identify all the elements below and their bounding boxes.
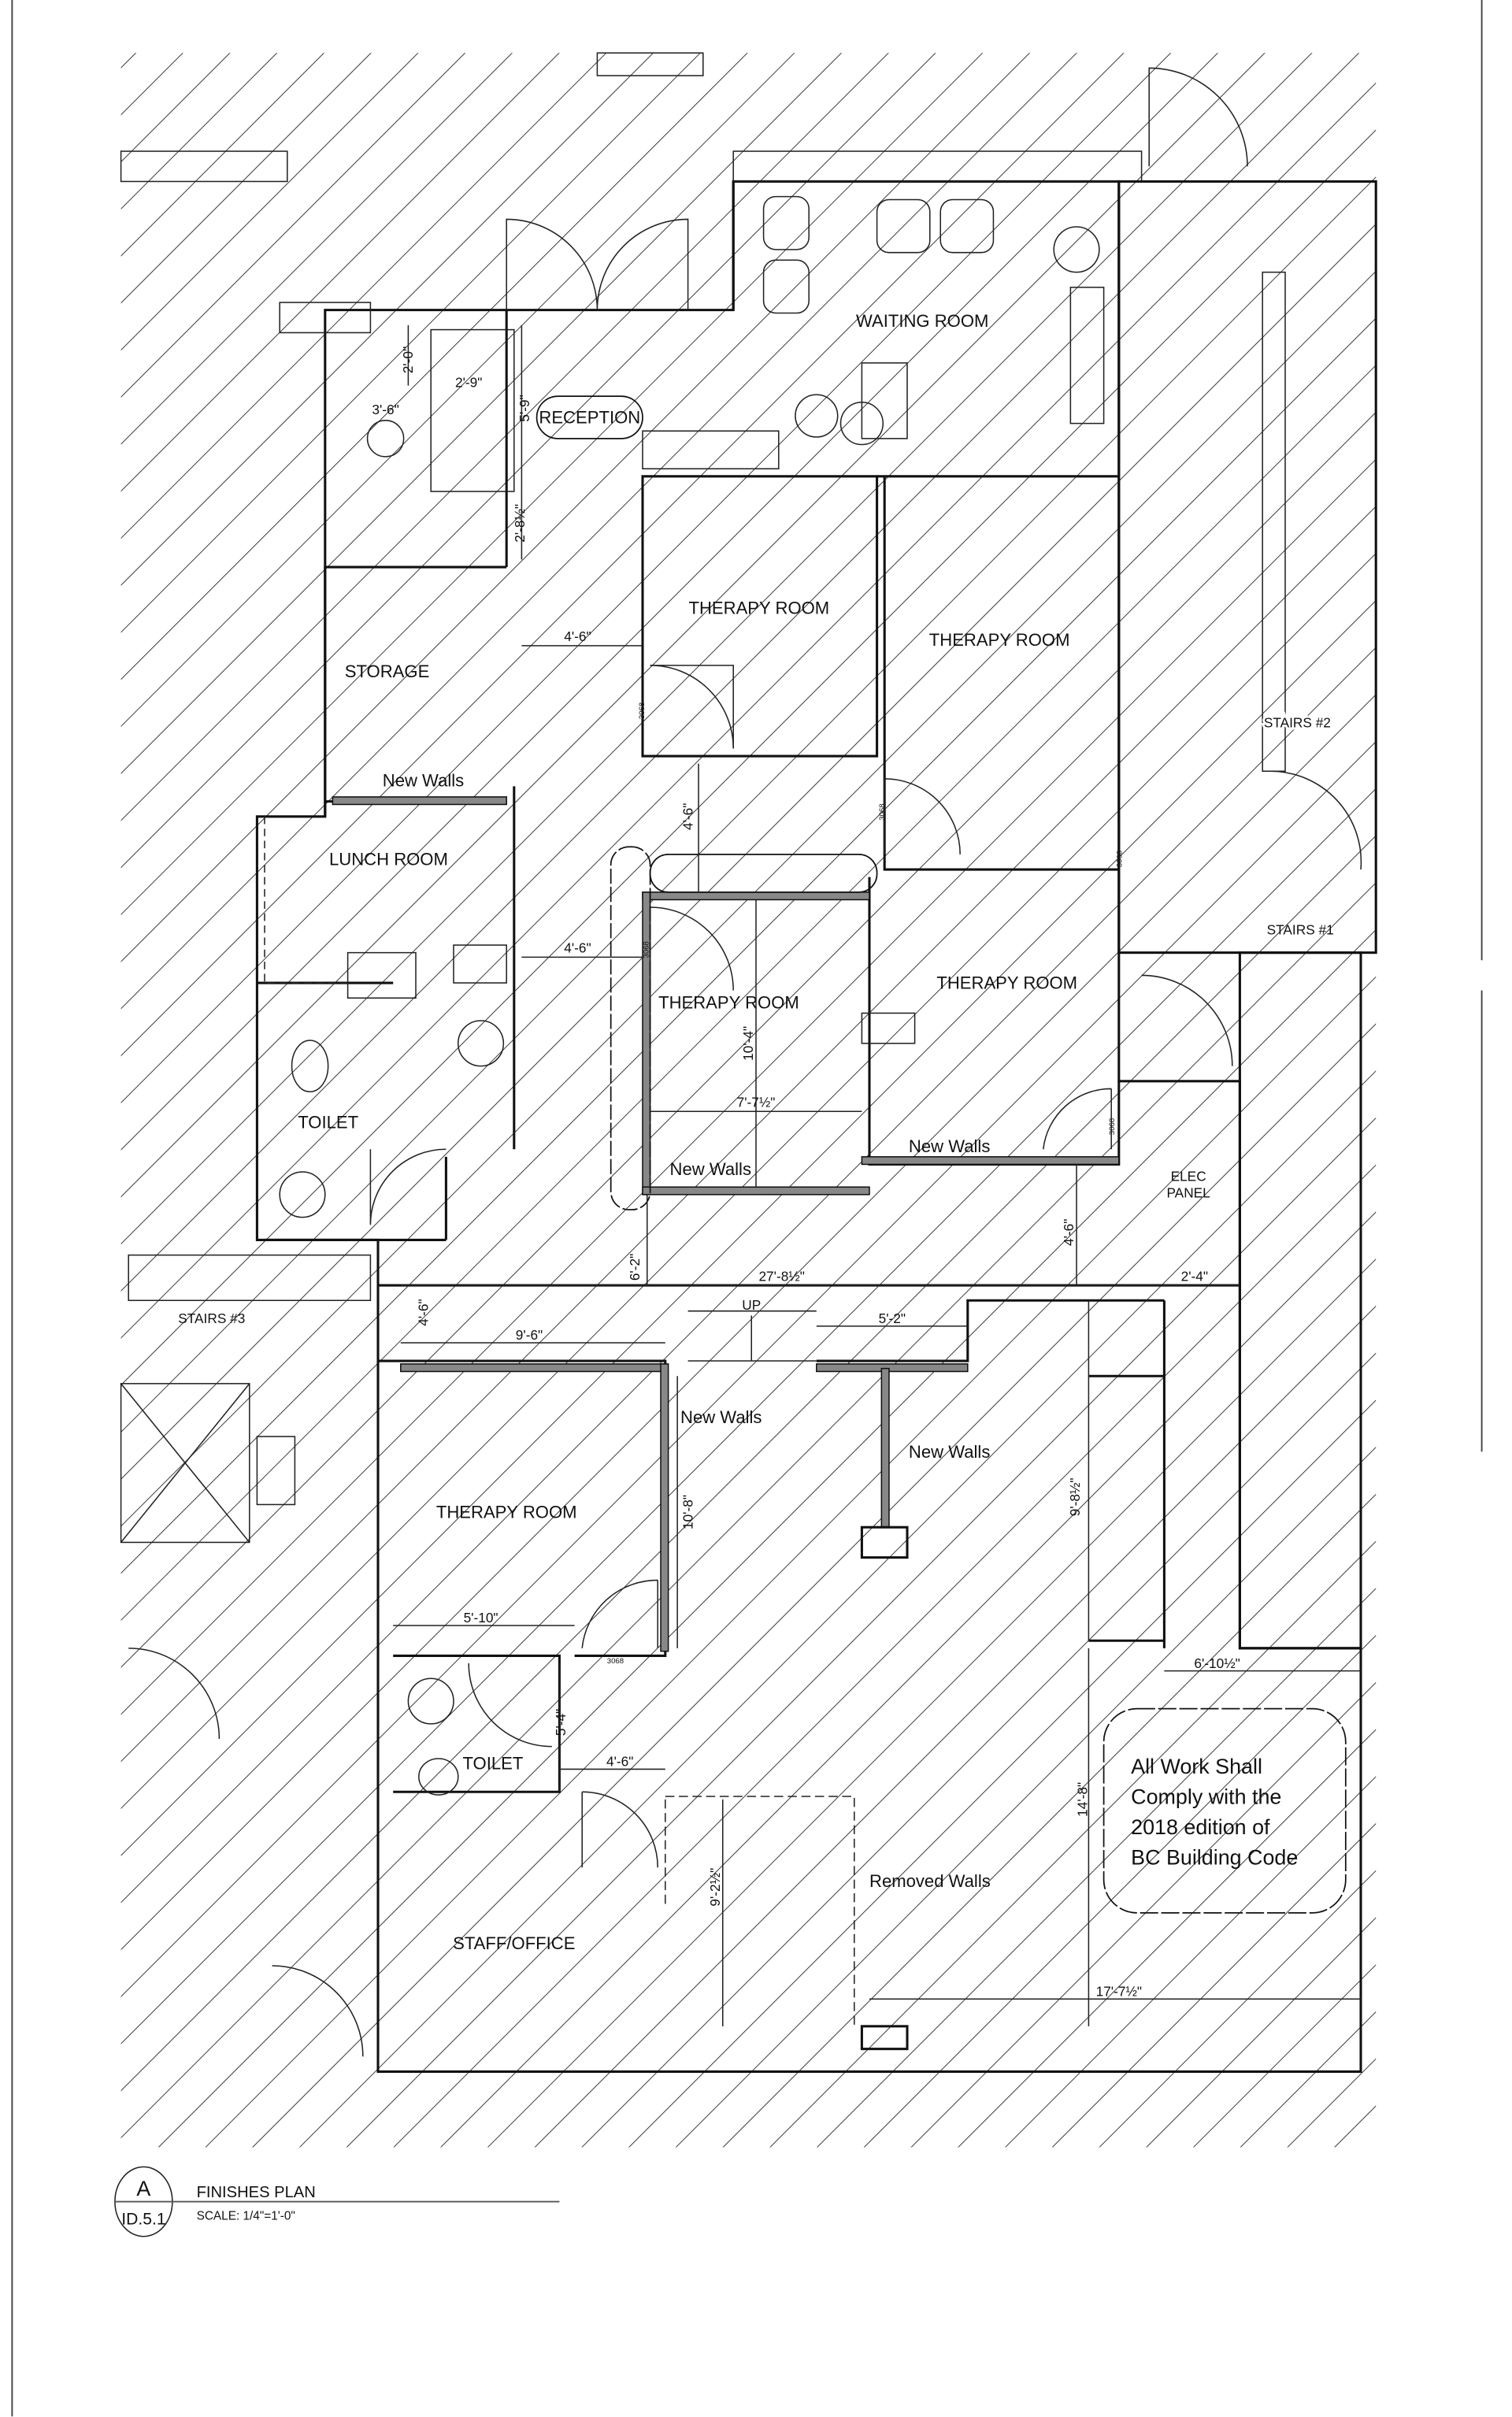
- room-label-therapy: THERAPY ROOM: [929, 630, 1070, 650]
- new-walls-label: New Walls: [680, 1407, 762, 1427]
- new-walls-label: New Walls: [909, 1136, 990, 1156]
- dimension-label: 7'-7½": [737, 1094, 776, 1110]
- furniture: [279, 195, 1105, 1796]
- dimension-label: 17'-7½": [1096, 1983, 1142, 1999]
- code-compliance-note: All Work Shall Comply with the 2018 edit…: [1131, 1755, 1298, 1869]
- dimension-label: 3'-6": [372, 402, 398, 417]
- dimension-label: 9'-2½": [707, 1868, 723, 1907]
- dimension-label: 10'-4": [740, 1026, 756, 1061]
- dimension-label: 10'-8": [680, 1495, 695, 1529]
- door-tag: 3068: [1108, 1118, 1117, 1135]
- dimension-label: 5'-10": [464, 1610, 498, 1626]
- dimension-label: 2'-9": [455, 375, 482, 391]
- room-label-therapy: THERAPY ROOM: [436, 1503, 577, 1522]
- note-line: All Work Shall: [1131, 1755, 1262, 1778]
- dimension-label: 6'-2": [627, 1254, 643, 1281]
- dimension-label: 4'-6": [564, 628, 591, 644]
- note-line: 2018 edition of: [1131, 1815, 1270, 1839]
- drawing-scale: SCALE: 1/4"=1'-0": [197, 2210, 295, 2223]
- room-label-waiting: WAITING ROOM: [856, 311, 988, 331]
- drawing-title: FINISHES PLAN: [197, 2184, 316, 2201]
- door-tag: 3068: [638, 702, 647, 719]
- dimension-label: 4'-6": [564, 940, 591, 956]
- elec-panel-label: ELEC: [1171, 1169, 1206, 1184]
- revision-clouds: [536, 395, 1347, 1914]
- elec-panel-label: PANEL: [1166, 1185, 1210, 1201]
- room-label-therapy: THERAPY ROOM: [936, 973, 1077, 993]
- room-label-lunch: LUNCH ROOM: [329, 849, 448, 869]
- dimension-label: 2'-0": [400, 347, 416, 373]
- room-label-staff-office: STAFF/OFFICE: [453, 1933, 575, 1953]
- door-tag: 3068: [607, 1657, 624, 1666]
- note-line: Comply with the: [1131, 1785, 1281, 1809]
- stairs-3: [120, 1254, 372, 2057]
- dimension-label: 5'-9": [517, 395, 532, 421]
- dimension-lines: [393, 324, 1361, 2026]
- room-label-reception: RECEPTION: [539, 408, 640, 428]
- new-walls-label: New Walls: [383, 770, 464, 790]
- dimension-label: 9'-6": [516, 1327, 543, 1343]
- dimension-label: 4'-6": [415, 1299, 431, 1325]
- dimension-label: 27'-8½": [758, 1268, 804, 1284]
- title-block: A ID.5.1 FINISHES PLAN SCALE: 1/4"=1'-0": [114, 2166, 560, 2237]
- sheet-number: ID.5.1: [121, 2210, 165, 2228]
- room-label-storage: STORAGE: [345, 662, 430, 681]
- room-label-therapy: THERAPY ROOM: [658, 993, 799, 1013]
- new-walls-label: New Walls: [670, 1159, 751, 1179]
- door-tag: 3068: [643, 941, 651, 958]
- top-entry-details: [120, 52, 1248, 334]
- room-label-toilet: TOILET: [298, 1112, 358, 1132]
- code-note-cloud: [1102, 1707, 1347, 1914]
- removed-walls-label: Removed Walls: [869, 1871, 991, 1891]
- door-tag: 3068: [1116, 851, 1125, 867]
- dimension-label: 2'-8½": [512, 504, 528, 543]
- doors: [369, 665, 1112, 1868]
- stairs-label: STAIRS #3: [178, 1310, 245, 1326]
- stairs-label: STAIRS #1: [1267, 922, 1334, 938]
- room-label-toilet: TOILET: [462, 1753, 523, 1773]
- new-walls-label: New Walls: [909, 1442, 990, 1462]
- note-line: BC Building Code: [1131, 1845, 1298, 1869]
- new-walls: [332, 796, 1120, 2051]
- existing-building-hatch: [120, 53, 1377, 2148]
- dimension-label: 9'-8½": [1067, 1477, 1083, 1516]
- dimension-label: 5'-4": [553, 1709, 569, 1736]
- dimension-label: 5'-2": [879, 1310, 906, 1326]
- stair-up-label: UP: [742, 1297, 761, 1313]
- dimension-label: 2'-4": [1181, 1268, 1208, 1284]
- detail-id: A: [136, 2177, 150, 2200]
- dimension-label: 6'-10½": [1194, 1655, 1240, 1671]
- room-label-therapy: THERAPY ROOM: [688, 599, 829, 618]
- dimension-label: 4'-6": [680, 803, 695, 830]
- stairs-east: [1117, 180, 1377, 1650]
- dimension-label: 4'-6": [606, 1754, 633, 1770]
- door-tag: 3068: [878, 803, 887, 820]
- stairs-label: STAIRS #2: [1264, 715, 1331, 731]
- dimension-label: 14'-8": [1074, 1782, 1090, 1817]
- dimension-label: 4'-6": [1061, 1219, 1077, 1246]
